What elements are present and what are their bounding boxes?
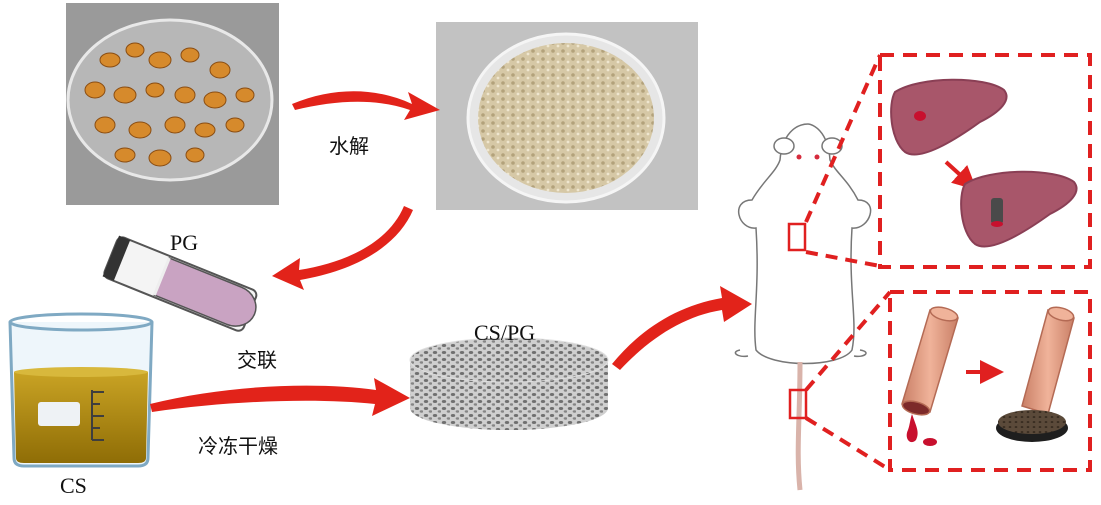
freeze-dry-arrow bbox=[150, 378, 410, 416]
hydrolyzed-powder-photo bbox=[436, 22, 698, 210]
crosslink-arrow bbox=[272, 206, 413, 290]
crosslink-label: 交联 bbox=[237, 344, 277, 373]
liver-treatment-arrow bbox=[946, 162, 968, 182]
hydrolysis-label: 水解 bbox=[329, 130, 369, 159]
cs-pg-label: CS/PG bbox=[474, 320, 535, 346]
implant-arrow bbox=[612, 286, 752, 370]
cs-beaker bbox=[10, 314, 152, 466]
vessel-bleeding bbox=[901, 305, 959, 446]
rat-illustration bbox=[735, 124, 870, 490]
freeze-dry-label: 冷冻干燥 bbox=[198, 430, 278, 459]
hydrolysis-arrow bbox=[292, 91, 440, 120]
cs-label: CS bbox=[60, 473, 87, 499]
cs-pg-sponge bbox=[410, 338, 608, 430]
pg-label: PG bbox=[170, 230, 198, 256]
liver-injured bbox=[891, 80, 1006, 155]
vessel-treated bbox=[996, 305, 1075, 442]
liver-treated bbox=[961, 172, 1076, 247]
raw-material-photo bbox=[66, 3, 279, 205]
